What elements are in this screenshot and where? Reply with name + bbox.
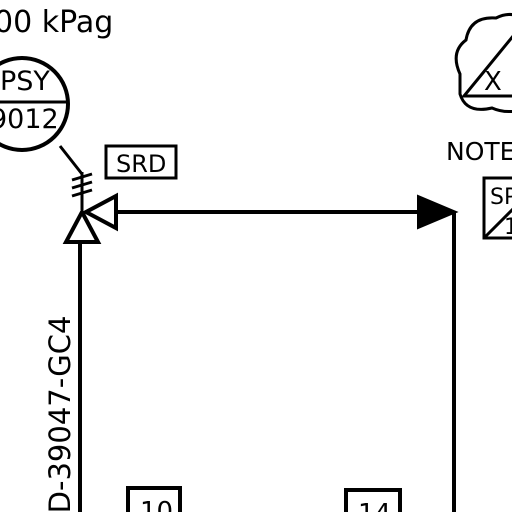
note-label: NOTE bbox=[446, 137, 512, 166]
instrument-tag-bottom: 9012 bbox=[0, 104, 59, 135]
instrument-tag-top: PSY bbox=[0, 66, 50, 97]
spec-box[interactable]: SP 1 bbox=[482, 176, 512, 240]
instrument-leader-line bbox=[58, 145, 84, 175]
srd-label: SRD bbox=[116, 150, 166, 178]
spec-box-top-text: SP bbox=[490, 185, 512, 210]
revision-cloud-text: X bbox=[484, 67, 502, 97]
line-number-label: FD-39047-GC4 bbox=[43, 316, 77, 512]
spring-symbol bbox=[71, 172, 93, 210]
srd-tag[interactable]: SRD bbox=[104, 144, 178, 180]
number-box-right-text: 14 bbox=[358, 499, 391, 512]
number-box-right[interactable]: 14 bbox=[344, 488, 402, 512]
number-box-left-text: 10 bbox=[140, 497, 173, 512]
instrument-bubble[interactable]: PSY 9012 bbox=[0, 56, 70, 152]
flow-arrow bbox=[417, 194, 459, 230]
spec-box-bottom-text: 1 bbox=[504, 215, 512, 240]
number-box-left[interactable]: 10 bbox=[126, 486, 182, 512]
relief-valve[interactable] bbox=[62, 192, 118, 244]
revision-triangle-icon bbox=[460, 34, 512, 98]
revision-cloud[interactable]: X bbox=[454, 12, 512, 113]
pressure-label: 00 kPag bbox=[0, 5, 113, 40]
